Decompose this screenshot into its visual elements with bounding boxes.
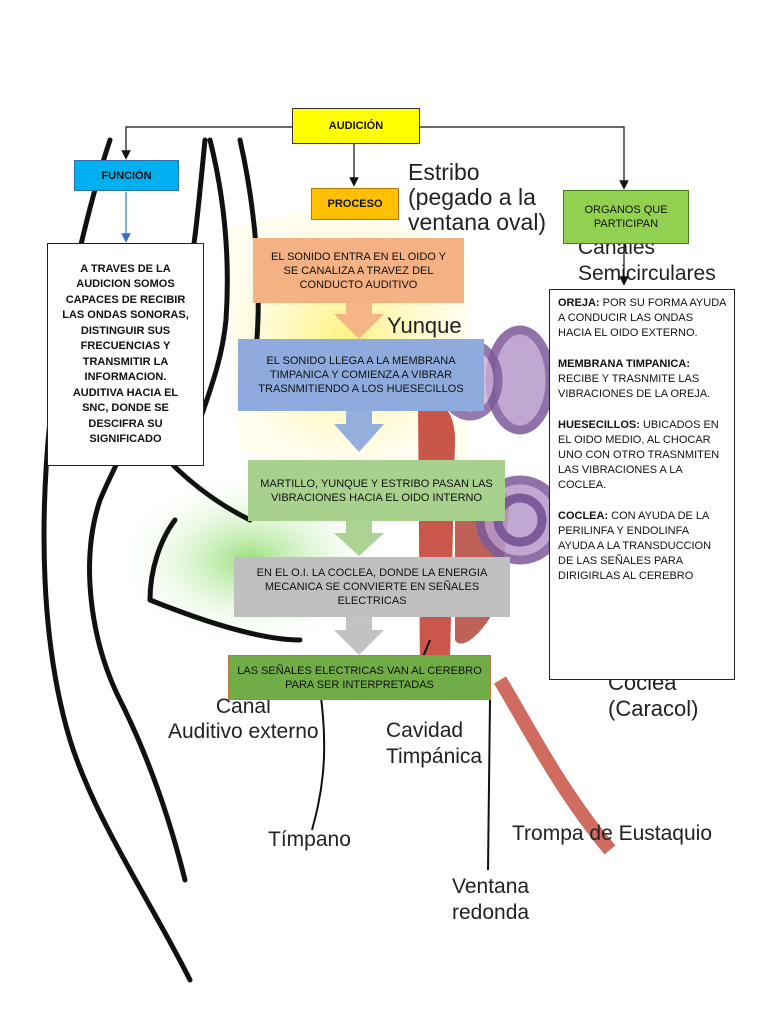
organos-description: OREJA: POR SU FORMA AYUDA A CONDUCIR LAS…: [549, 289, 735, 680]
organ-desc: UBICADOS EN EL OIDO MEDIO, AL CHOCAR UNO…: [558, 419, 720, 491]
arrow-step-4: [334, 617, 384, 655]
organ-item: MEMBRANA TIMPANICA: RECIBE Y TRASNMITE L…: [558, 357, 726, 402]
label-trompa: Trompa de Eustaquio: [512, 822, 713, 845]
organ-item: HUESECILLOS: UBICADOS EN EL OIDO MEDIO, …: [558, 418, 726, 493]
arrow-step-2: [334, 411, 384, 452]
label-estribo: Estribo (pegado a la ventana oval): [408, 159, 547, 235]
arrow-step-3: [334, 521, 384, 556]
funcion-header: FUNCIÓN: [74, 160, 179, 191]
organ-item: COCLEA: CON AYUDA DE LA PERILINFA Y ENDO…: [558, 509, 726, 584]
process-step-3: MARTILLO, YUNQUE Y ESTRIBO PASAN LAS VIB…: [248, 460, 505, 521]
organ-term: MEMBRANA TIMPANICA:: [558, 358, 690, 370]
funcion-description: A TRAVES DE LA AUDICION SOMOS CAPACES DE…: [47, 243, 204, 466]
process-step-5: LAS SEÑALES ELECTRICAS VAN AL CEREBRO PA…: [228, 655, 491, 700]
proceso-header: PROCESO: [311, 188, 399, 220]
organ-term: HUESECILLOS:: [558, 419, 640, 431]
label-canal: Canal Auditivo externo: [168, 695, 319, 743]
organ-desc: CON AYUDA DE LA PERILINFA Y ENDOLINFA AY…: [558, 510, 712, 582]
label-cavidad: Cavidad Timpánica: [386, 719, 483, 768]
organ-term: COCLEA:: [558, 510, 609, 522]
organ-desc: POR SU FORMA AYUDA A CONDUCIR LAS ONDAS …: [558, 297, 726, 339]
label-timpano: Tímpano: [268, 828, 351, 851]
label-ventana: Ventana redonda: [452, 875, 530, 924]
process-step-4: EN EL O.I. LA COCLEA, DONDE LA ENERGIA M…: [234, 557, 510, 617]
process-step-1: EL SONIDO ENTRA EN EL OIDO Y SE CANALIZA…: [253, 238, 464, 303]
root-node-audicion: AUDICIÓN: [292, 108, 420, 144]
organos-header: ORGANOS QUE PARTICIPAN: [563, 190, 689, 244]
organ-item: OREJA: POR SU FORMA AYUDA A CONDUCIR LAS…: [558, 296, 726, 341]
organ-term: OREJA:: [558, 297, 600, 309]
eustachian-tube: [493, 676, 616, 855]
process-step-2: EL SONIDO LLEGA A LA MEMBRANA TIMPANICA …: [238, 339, 484, 411]
label-yunque: Yunque: [387, 313, 462, 338]
organ-desc: RECIBE Y TRASNMITE LAS VIBRACIONES DE LA…: [558, 373, 711, 400]
arrow-step-1: [334, 303, 384, 339]
